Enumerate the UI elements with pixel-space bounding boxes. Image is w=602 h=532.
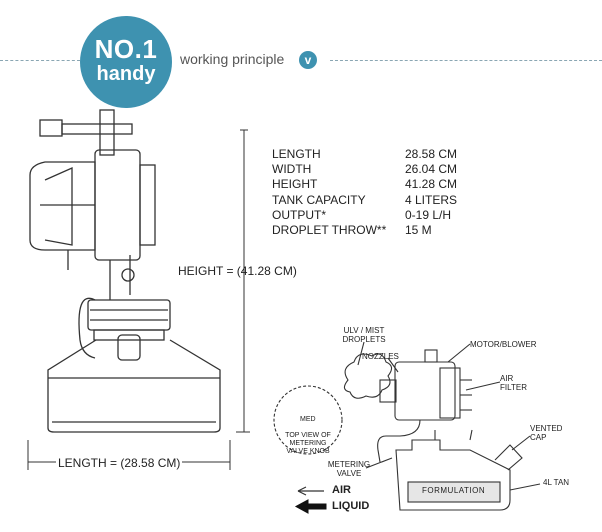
spec-label: WIDTH xyxy=(272,162,312,177)
spec-value: 4 LITERS xyxy=(405,192,458,207)
badge-model-type: handy xyxy=(96,63,156,85)
tank-capacity-label: 4L TAN xyxy=(543,478,570,487)
ulv-droplets-label: ULV / MIST DROPLETS xyxy=(342,326,386,344)
spec-label: OUTPUT* xyxy=(272,207,326,222)
badge-model-number: NO.1 xyxy=(94,34,158,64)
section-heading: working principle xyxy=(180,51,285,67)
height-dimension-label: HEIGHT = (41.28 CM) xyxy=(178,264,297,278)
knob-mark: MED xyxy=(300,416,316,423)
legend-liquid-label: LIQUID xyxy=(332,500,370,512)
vented-cap-label: VENTED CAP xyxy=(530,424,563,442)
spec-value: 0-19 L/H xyxy=(405,207,452,222)
spec-label: HEIGHT xyxy=(272,177,318,192)
formulation-label: FORMULATION xyxy=(422,486,486,495)
spec-value: 26.04 CM xyxy=(405,162,458,177)
length-dimension-label: LENGTH = (28.58 CM) xyxy=(56,456,183,470)
spec-value: 41.28 CM xyxy=(405,177,458,192)
model-badge: NO.1 handy xyxy=(80,16,172,108)
chevron-down-icon: v xyxy=(299,51,317,69)
air-filter-label: AIR FILTER xyxy=(500,374,527,392)
metering-valve-label: METERING VALVE xyxy=(327,460,371,478)
nozzles-label: NOZZLES xyxy=(362,352,399,361)
knob-caption: TOP VIEW OF METERING VALVE KNOB xyxy=(285,432,331,455)
header-rule-right xyxy=(330,60,602,61)
spec-label: TANK CAPACITY xyxy=(272,192,366,207)
legend-air-label: AIR xyxy=(332,484,351,496)
spec-label: DROPLET THROW** xyxy=(272,222,387,237)
spec-label: LENGTH xyxy=(272,147,321,161)
motor-blower-label: MOTOR/BLOWER xyxy=(470,340,537,349)
header-rule-left xyxy=(0,60,80,61)
spec-value: 28.58 CM xyxy=(405,147,458,161)
spec-value: 15 M xyxy=(405,222,432,237)
